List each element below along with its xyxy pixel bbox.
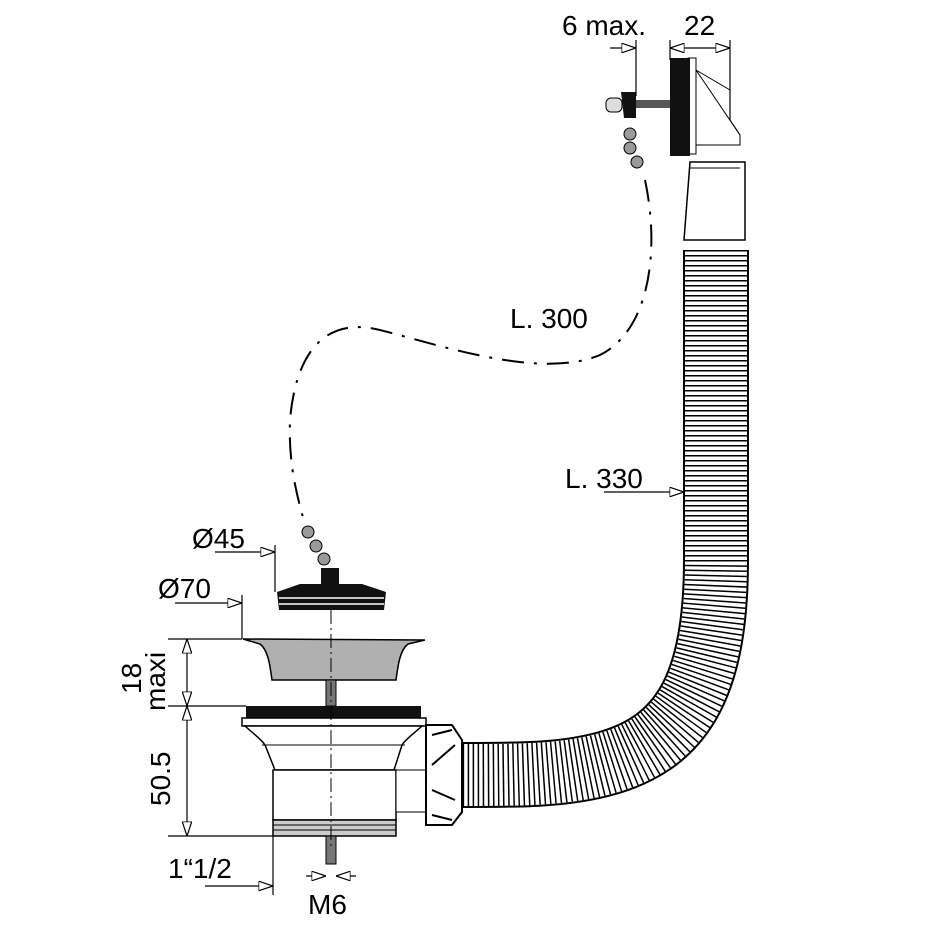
- thread-size-label: 1“1/2: [168, 853, 232, 884]
- drain-body: [241, 610, 463, 865]
- overflow-width-label: 22: [684, 10, 715, 41]
- strainer-height-suffix: maxi: [140, 652, 171, 711]
- chain-dashed-line: [288, 179, 653, 526]
- plug-diameter-label: Ø45: [192, 523, 245, 554]
- strainer-height-label: 18: [116, 663, 147, 694]
- overflow-max-label: 6 max.: [562, 10, 646, 41]
- strainer-basket: [242, 638, 426, 707]
- screw-size-label: M6: [308, 889, 347, 920]
- chain-length-label: L. 300: [510, 303, 588, 334]
- body-height-label: 50.5: [145, 752, 176, 807]
- hose-length-label: L. 330: [565, 463, 643, 494]
- overflow-outlet: [605, 57, 746, 241]
- plug: [277, 568, 386, 610]
- plug-chain-beads: [301, 525, 331, 566]
- dimension-lines: [168, 40, 731, 895]
- corrugated-hose: [461, 250, 749, 808]
- flange-diameter-label: Ø70: [158, 573, 211, 604]
